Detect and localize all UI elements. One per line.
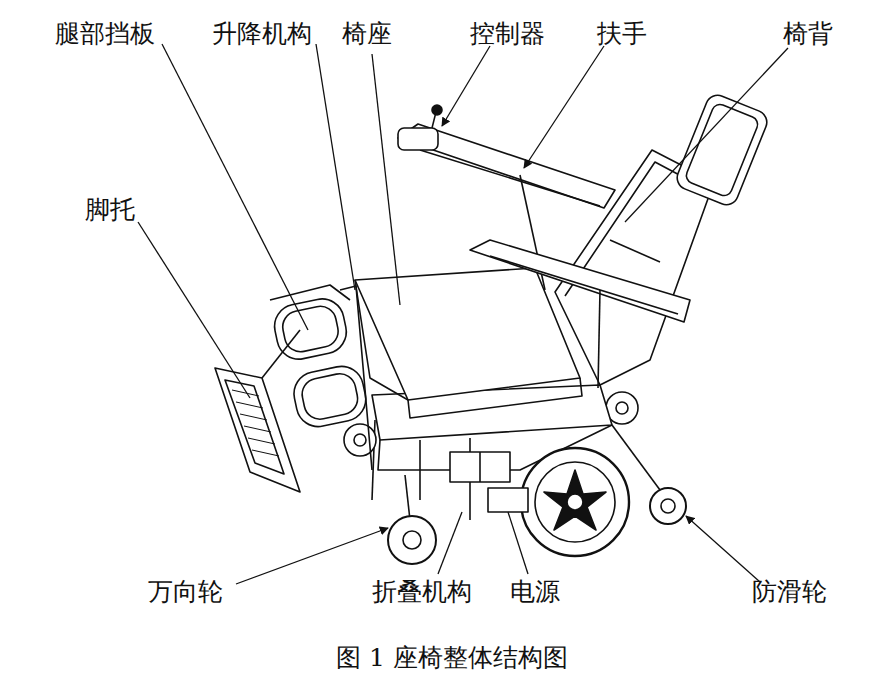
figure-caption: 图 1 座椅整体结构图 xyxy=(336,644,568,672)
part-label: 升降机构 xyxy=(212,20,312,48)
part-label: 万向轮 xyxy=(148,578,223,606)
leader-lines xyxy=(138,44,788,584)
part-label: 椅座 xyxy=(342,20,392,48)
part-label: 腿部挡板 xyxy=(55,20,155,48)
part-label: 控制器 xyxy=(470,20,545,48)
part-label: 电源 xyxy=(510,578,560,606)
part-label: 防滑轮 xyxy=(752,578,827,606)
part-label: 椅背 xyxy=(783,20,833,48)
part-label: 扶手 xyxy=(597,20,647,48)
part-label: 脚托 xyxy=(85,196,135,224)
part-label: 折叠机构 xyxy=(372,578,472,606)
